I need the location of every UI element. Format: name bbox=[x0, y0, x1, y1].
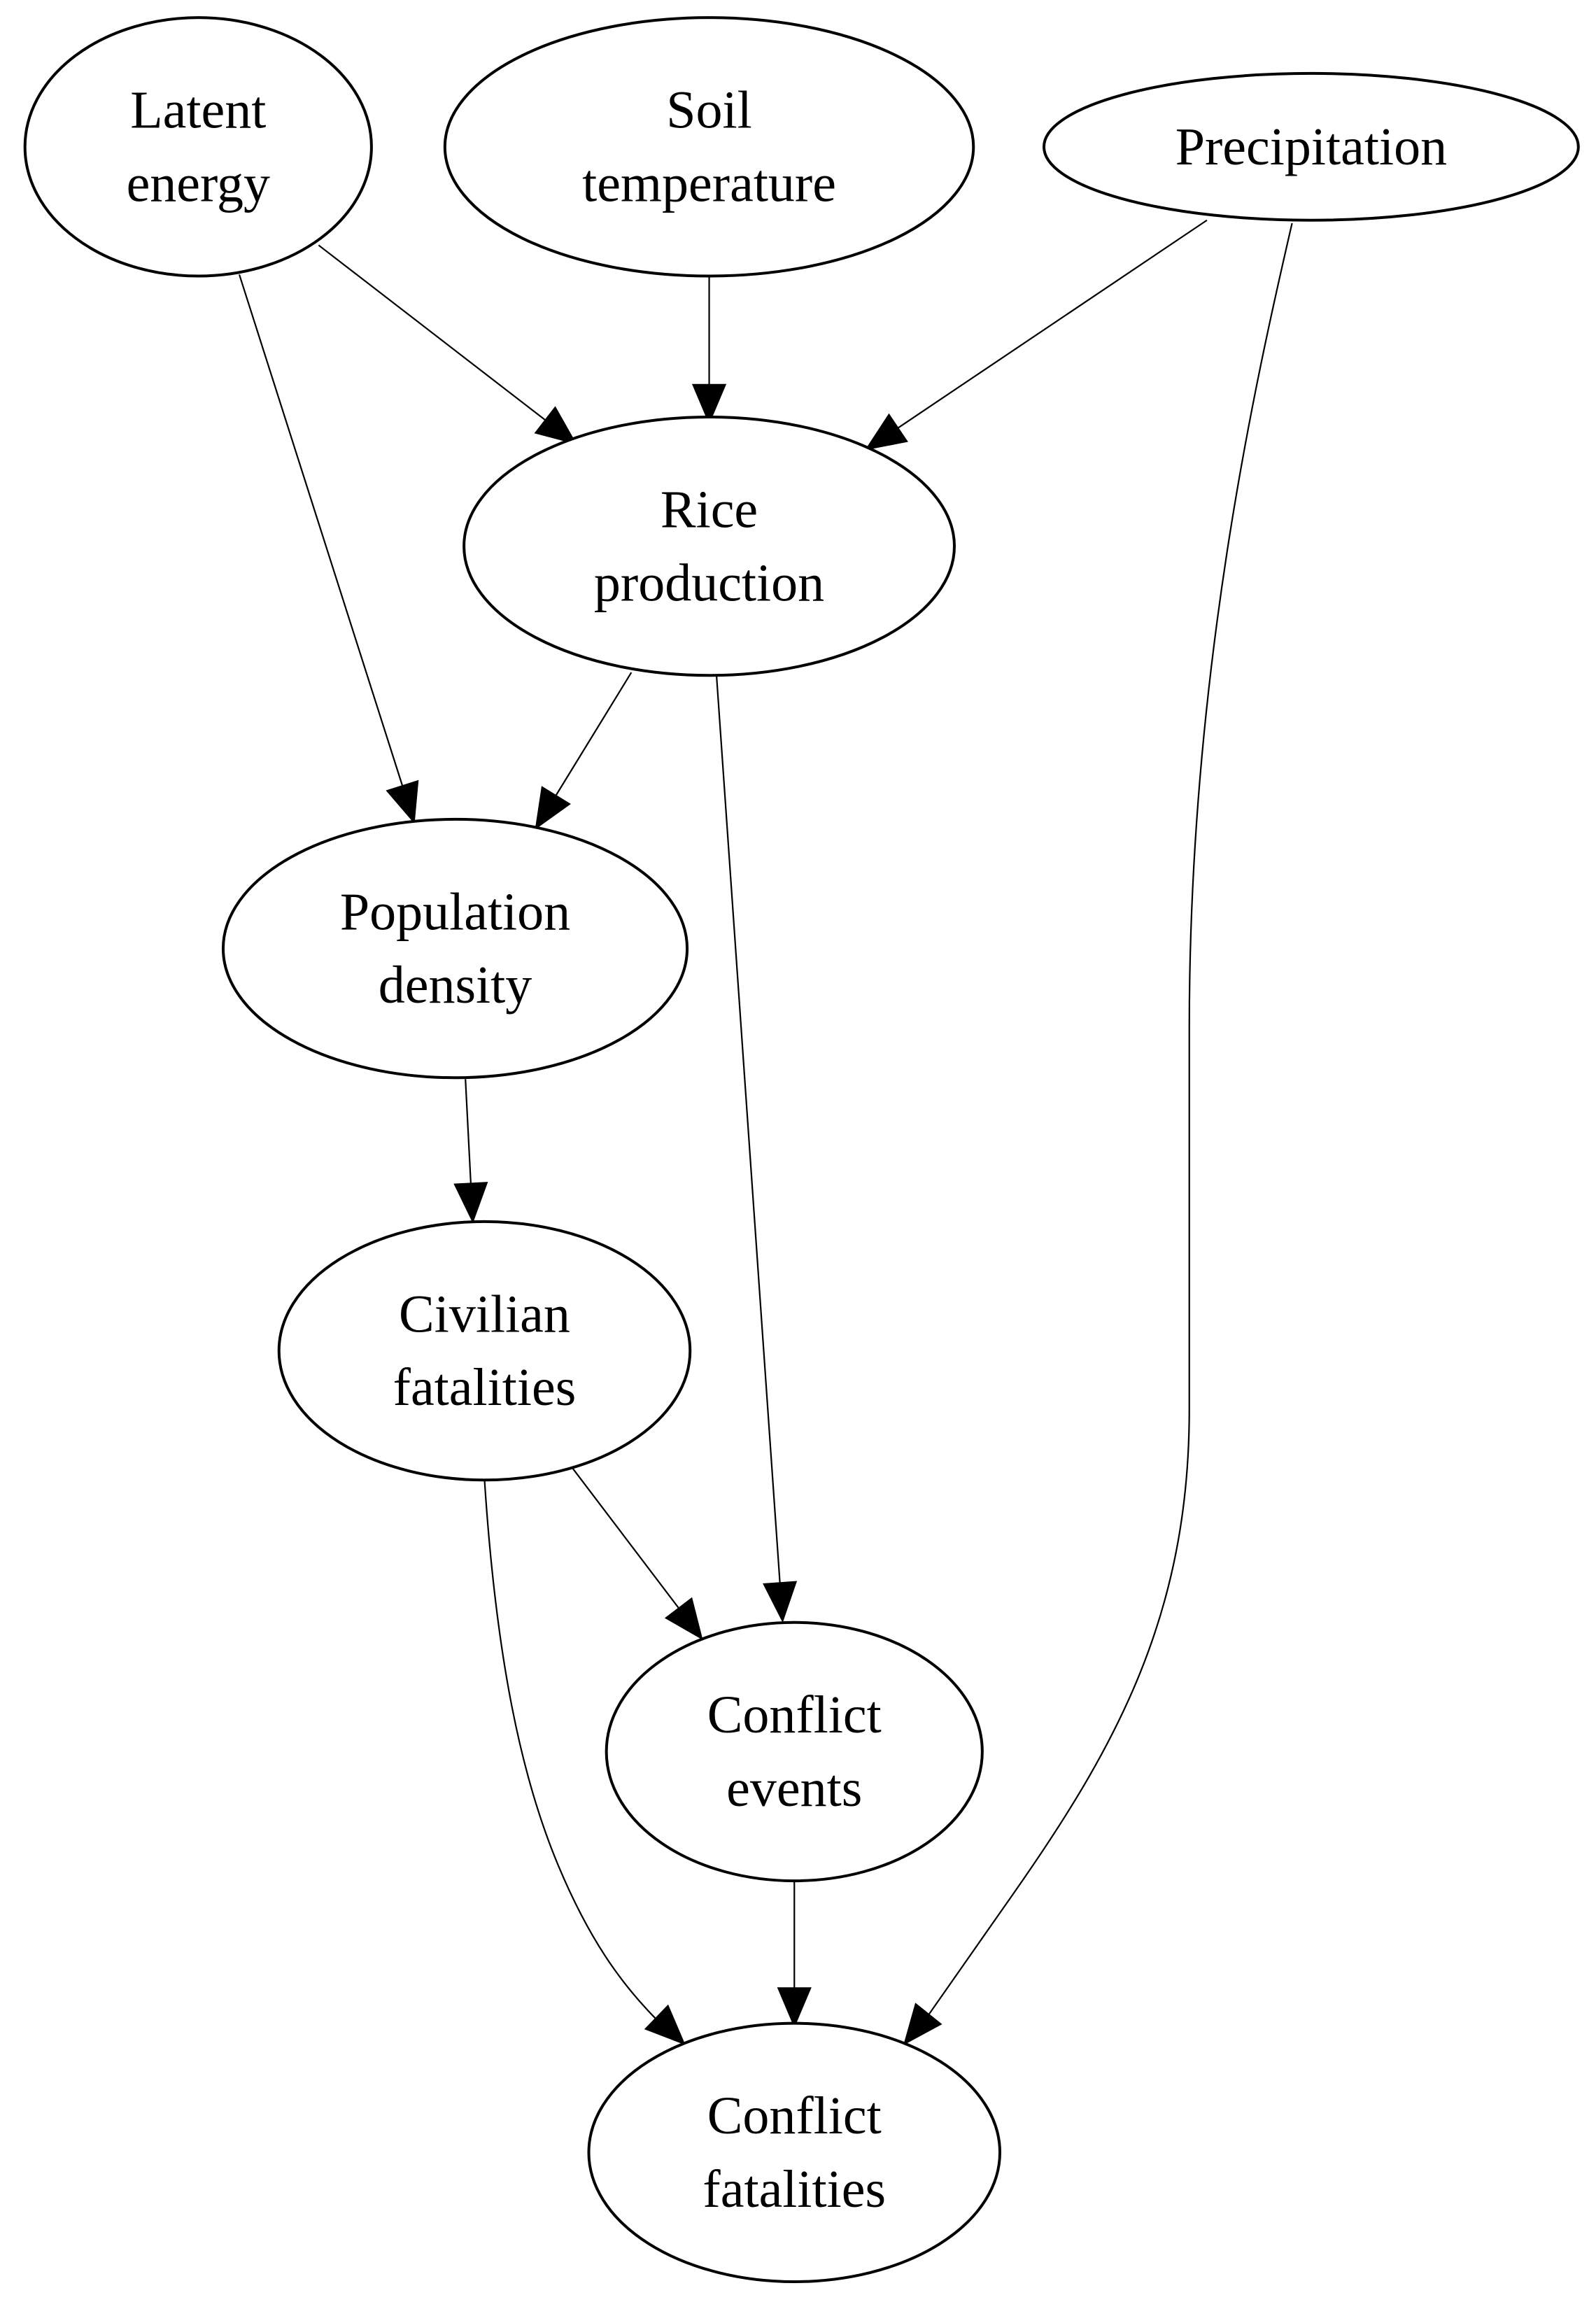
edge-latent-energy-to-population-density-line bbox=[238, 274, 404, 786]
node-latent-energy-label-line-1: Latent bbox=[130, 81, 266, 140]
node-latent-energy-ellipse bbox=[23, 16, 373, 278]
edge-rice-production-to-conflict-events bbox=[715, 675, 798, 1623]
edge-latent-energy-to-population-density bbox=[238, 274, 419, 824]
node-population-density: Population density bbox=[221, 817, 689, 1080]
edge-latent-energy-to-rice-production-arrowhead bbox=[534, 406, 577, 445]
edge-rice-production-to-population-density-line bbox=[555, 672, 633, 796]
node-population-density-label-line-2: density bbox=[379, 956, 532, 1015]
edge-civilian-fatalities-to-conflict-events-line bbox=[572, 1467, 679, 1609]
edge-civilian-fatalities-to-conflict-fatalities-arrowhead bbox=[644, 2004, 686, 2045]
edge-population-density-to-civilian-fatalities-arrowhead bbox=[453, 1182, 488, 1224]
edge-latent-energy-to-rice-production bbox=[318, 244, 577, 445]
edge-soil-temperature-to-rice-production-arrowhead bbox=[691, 383, 727, 425]
edge-civilian-fatalities-to-conflict-fatalities-line bbox=[483, 1480, 679, 2042]
edge-latent-energy-to-rice-production-line bbox=[318, 244, 546, 421]
edge-rice-production-to-conflict-events-arrowhead bbox=[763, 1581, 798, 1623]
node-latent-energy: Latent energy bbox=[23, 16, 373, 278]
edge-population-density-to-civilian-fatalities-line bbox=[465, 1079, 472, 1184]
edge-civilian-fatalities-to-conflict-events-arrowhead bbox=[664, 1597, 703, 1640]
node-precipitation-ellipse bbox=[1042, 71, 1580, 222]
node-soil-temperature-ellipse bbox=[443, 16, 975, 278]
node-soil-temperature-label-line-2: temperature bbox=[582, 154, 836, 213]
edge-precipitation-to-rice-production-line bbox=[897, 219, 1208, 429]
edge-precipitation-to-rice-production-arrowhead bbox=[864, 413, 908, 451]
node-soil-temperature: Soil temperature bbox=[443, 16, 975, 278]
edge-precipitation-to-rice-production bbox=[864, 219, 1208, 451]
node-conflict-events: Conflict events bbox=[605, 1620, 984, 1883]
node-conflict-events-label-line-2: events bbox=[726, 1759, 862, 1818]
edge-rice-production-to-conflict-events-line bbox=[715, 675, 781, 1583]
node-rice-production-ellipse bbox=[462, 415, 956, 677]
nodes-layer: Latent energy Soil temperature Precipitation… bbox=[23, 16, 1580, 2283]
node-civilian-fatalities-label-line-2: fatalities bbox=[393, 1358, 577, 1417]
node-civilian-fatalities: Civilian fatalities bbox=[277, 1220, 692, 1482]
node-conflict-fatalities: Conflict fatalities bbox=[587, 2021, 1002, 2283]
edge-rice-production-to-population-density-arrowhead bbox=[535, 786, 571, 830]
edge-precipitation-to-conflict-fatalities bbox=[903, 223, 1293, 2046]
node-rice-production-label-line-1: Rice bbox=[661, 480, 758, 539]
edge-latent-energy-to-population-density-arrowhead bbox=[386, 779, 419, 824]
node-conflict-events-label-line-1: Conflict bbox=[707, 1686, 882, 1744]
edge-civilian-fatalities-to-conflict-fatalities bbox=[483, 1480, 686, 2045]
node-rice-production: Rice production bbox=[462, 415, 956, 677]
node-population-density-label-line-1: Population bbox=[340, 882, 570, 941]
node-civilian-fatalities-ellipse bbox=[277, 1220, 692, 1482]
node-precipitation: Precipitation bbox=[1042, 71, 1580, 222]
edge-civilian-fatalities-to-conflict-events bbox=[572, 1467, 703, 1640]
edge-conflict-events-to-conflict-fatalities bbox=[777, 1881, 812, 2028]
node-latent-energy-label-line-2: energy bbox=[127, 154, 270, 213]
edge-soil-temperature-to-rice-production bbox=[691, 276, 727, 425]
edge-precipitation-to-conflict-fatalities-arrowhead bbox=[903, 2003, 942, 2046]
node-civilian-fatalities-label-line-1: Civilian bbox=[399, 1285, 570, 1343]
node-rice-production-label-line-2: production bbox=[594, 553, 824, 612]
node-conflict-fatalities-label-line-2: fatalities bbox=[702, 2160, 886, 2219]
edge-conflict-events-to-conflict-fatalities-arrowhead bbox=[777, 1987, 812, 2028]
edges-layer bbox=[238, 219, 1293, 2046]
node-conflict-fatalities-label-line-1: Conflict bbox=[707, 2086, 882, 2145]
edge-rice-production-to-population-density bbox=[535, 672, 633, 830]
node-precipitation-label-line-1: Precipitation bbox=[1175, 118, 1447, 176]
node-soil-temperature-label-line-1: Soil bbox=[666, 81, 752, 140]
node-conflict-events-ellipse bbox=[605, 1620, 984, 1883]
edge-precipitation-to-conflict-fatalities-line bbox=[910, 223, 1293, 2042]
node-population-density-ellipse bbox=[221, 817, 689, 1080]
node-conflict-fatalities-ellipse bbox=[587, 2021, 1002, 2283]
edge-population-density-to-civilian-fatalities bbox=[453, 1079, 488, 1224]
